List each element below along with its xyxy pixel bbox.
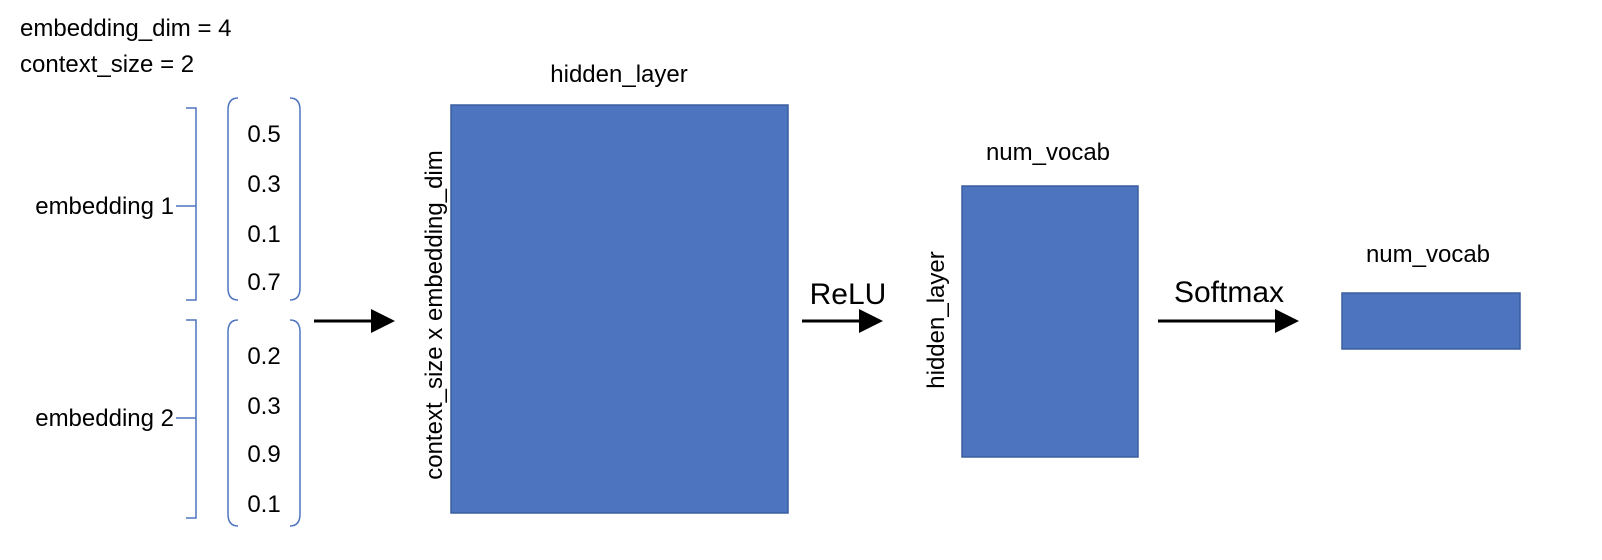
relu-label: ReLU bbox=[810, 278, 887, 311]
embedding-2-value: 0.1 bbox=[247, 491, 280, 518]
embedding-1-left-paren bbox=[227, 97, 239, 301]
softmax-label: Softmax bbox=[1174, 276, 1284, 309]
embedding-1-value: 0.3 bbox=[247, 171, 280, 198]
embedding-1-bracket bbox=[176, 107, 197, 301]
vocab-projection-block bbox=[961, 185, 1139, 458]
vocab-projection-top-label: num_vocab bbox=[986, 139, 1110, 166]
embedding-2-bracket bbox=[176, 319, 197, 519]
vocab-projection-side-label: hidden_layer bbox=[923, 251, 950, 388]
embedding-2-value: 0.2 bbox=[247, 343, 280, 370]
context-size-param: context_size = 2 bbox=[20, 51, 194, 78]
embedding-1-value: 0.1 bbox=[247, 221, 280, 248]
hidden-layer-side-label: context_size x embedding_dim bbox=[421, 150, 448, 480]
embedding-2-value: 0.9 bbox=[247, 441, 280, 468]
embedding-1-value: 0.7 bbox=[247, 269, 280, 296]
hidden-layer-block bbox=[450, 104, 789, 514]
embedding-2-left-paren bbox=[227, 319, 239, 527]
embedding-2-value: 0.3 bbox=[247, 393, 280, 420]
embedding-1-group: embedding 1 0.5 0.3 0.1 0.7 bbox=[35, 97, 301, 301]
output-top-label: num_vocab bbox=[1366, 241, 1490, 268]
embedding-2-label: embedding 2 bbox=[35, 405, 174, 432]
embedding-1-right-paren bbox=[289, 97, 301, 301]
output-block bbox=[1341, 292, 1521, 350]
embedding-dim-param: embedding_dim = 4 bbox=[20, 15, 231, 42]
hidden-layer-top-label: hidden_layer bbox=[550, 61, 687, 88]
embedding-2-group: embedding 2 0.2 0.3 0.9 0.1 bbox=[35, 319, 301, 527]
embedding-1-label: embedding 1 bbox=[35, 193, 174, 220]
embedding-1-value: 0.5 bbox=[247, 121, 280, 148]
embedding-2-right-paren bbox=[289, 319, 301, 527]
